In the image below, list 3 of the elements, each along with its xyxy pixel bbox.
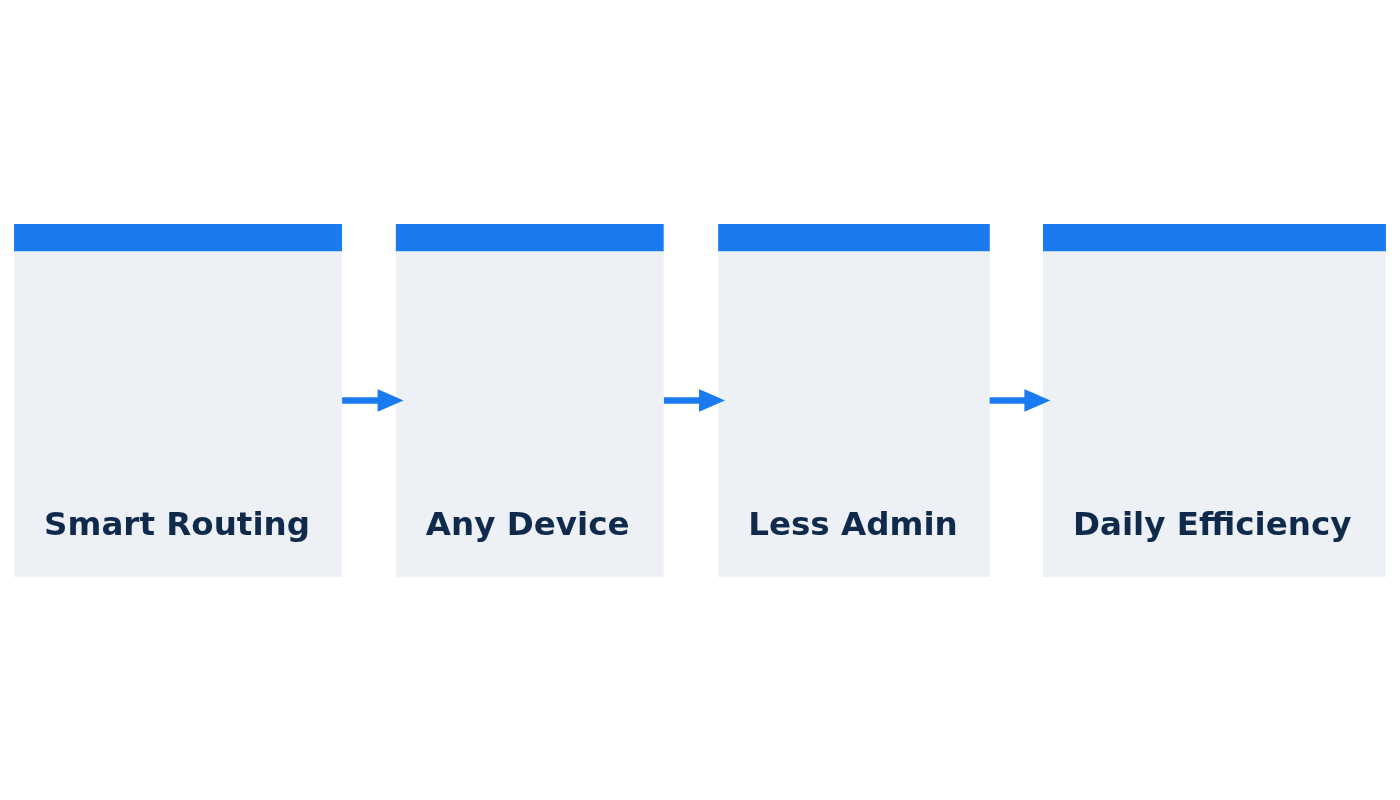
arrow xyxy=(989,388,1051,412)
arrow xyxy=(342,388,404,412)
arrow xyxy=(663,388,725,412)
